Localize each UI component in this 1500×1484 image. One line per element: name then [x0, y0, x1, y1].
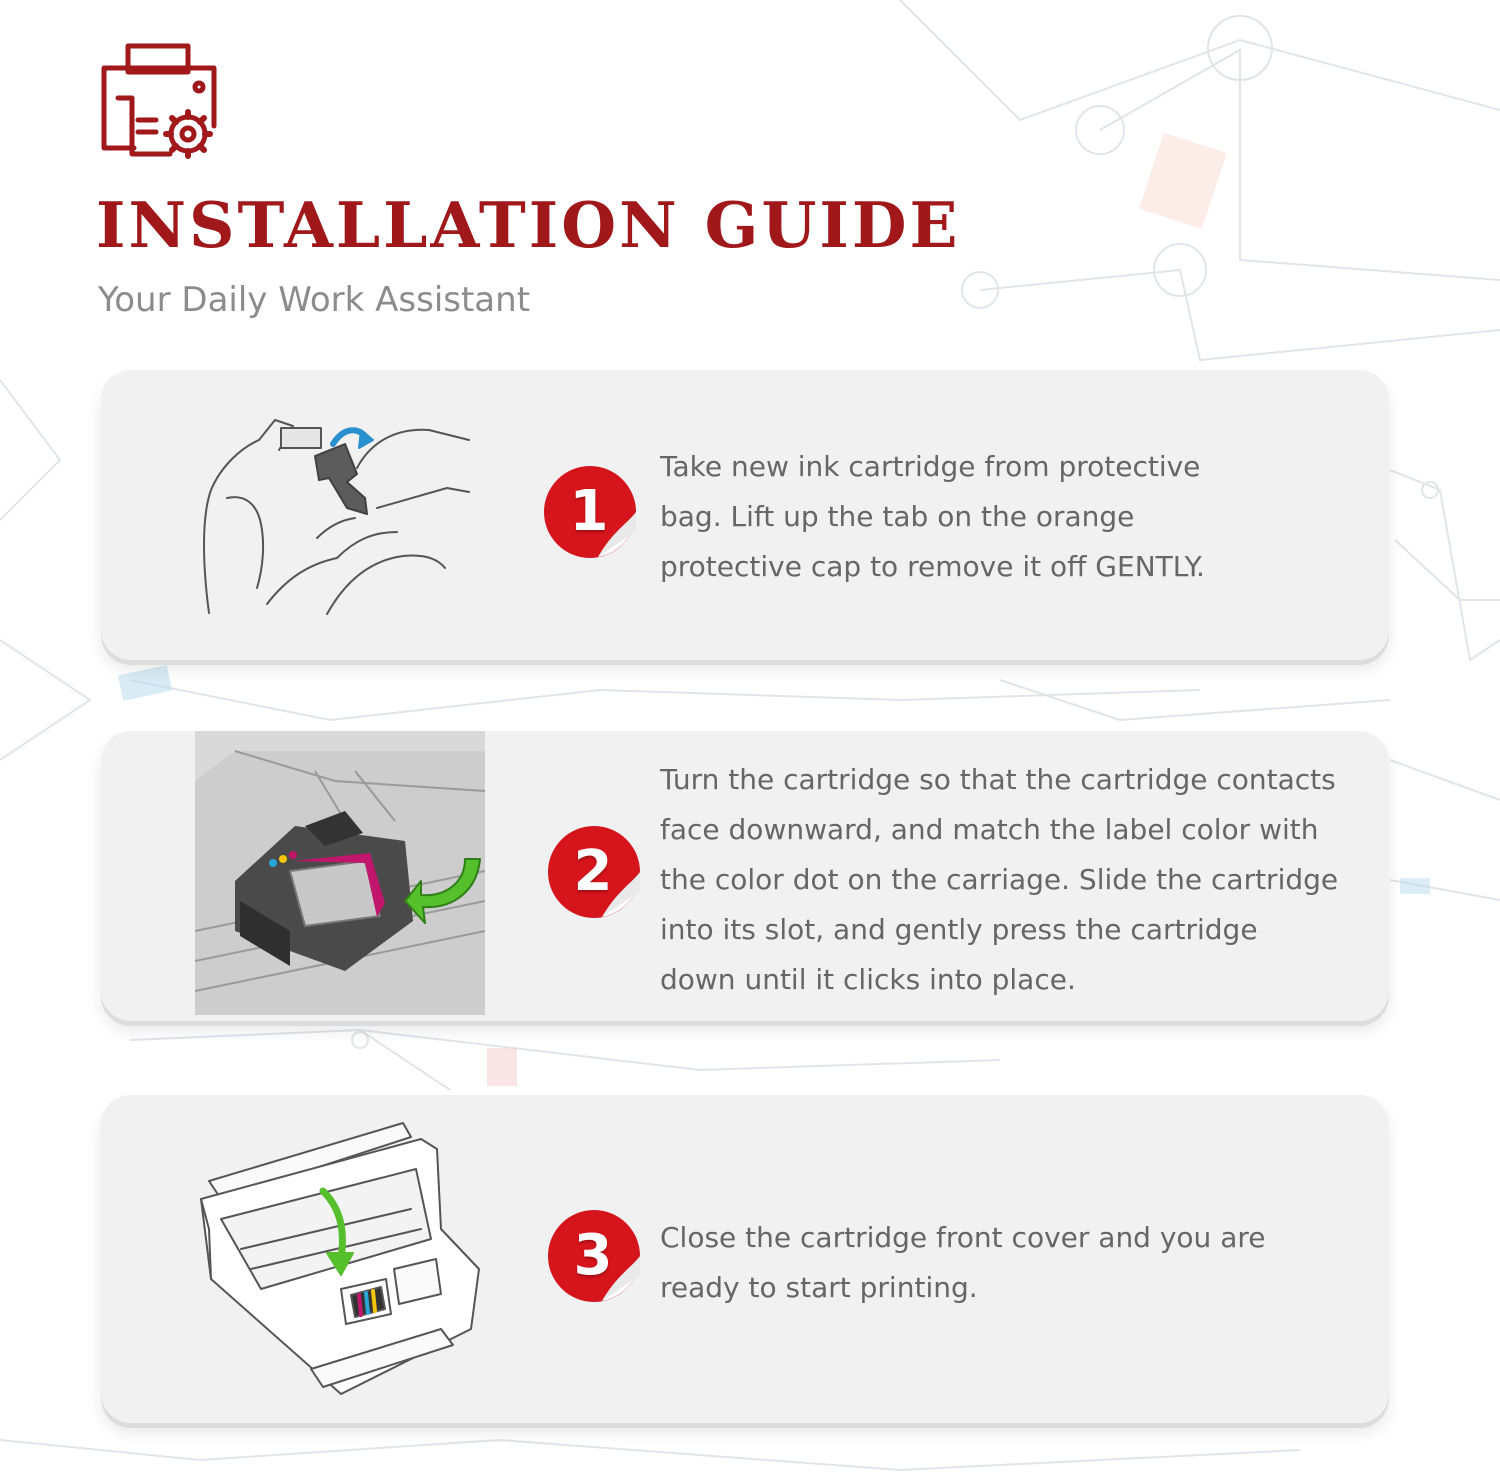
step-1-line-1: Take new ink cartridge from protective [660, 450, 1201, 483]
step-2-line-5: down until it clicks into place. [660, 963, 1076, 996]
page-subtitle: Your Daily Work Assistant [98, 280, 531, 320]
step-1-line-2: bag. Lift up the tab on the orange [660, 500, 1135, 533]
step-card-3: 3 Close the cartridge front cover and yo… [101, 1095, 1389, 1423]
step-3-line-1: Close the cartridge front cover and you … [660, 1221, 1266, 1254]
step-2-text: Turn the cartridge so that the cartridge… [660, 755, 1338, 1005]
step-3-line-2: ready to start printing. [660, 1271, 978, 1304]
step-2-badge: 2 [547, 825, 645, 923]
step-card-1: 1 Take new ink cartridge from protective… [101, 370, 1389, 660]
step-2-number: 2 [573, 838, 613, 904]
page-title: INSTALLATION GUIDE [96, 188, 961, 262]
step-1-line-3: protective cap to remove it off GENTLY. [660, 550, 1205, 583]
step-3-badge: 3 [547, 1209, 645, 1307]
printer-settings-icon [98, 42, 222, 162]
step-2-line-4: into its slot, and gently press the cart… [660, 913, 1258, 946]
step-2-line-2: face downward, and match the label color… [660, 813, 1319, 846]
step-3-number: 3 [573, 1222, 613, 1288]
step-1-number: 1 [569, 478, 609, 544]
step-card-2: 2 Turn the cartridge so that the cartrid… [101, 731, 1389, 1021]
cartridge-into-carriage-photo [195, 731, 485, 1015]
step-1-badge: 1 [543, 465, 641, 563]
step-2-line-3: the color dot on the carriage. Slide the… [660, 863, 1339, 896]
hand-removing-protective-cap-illustration [197, 408, 482, 618]
step-2-line-1: Turn the cartridge so that the cartridge… [660, 763, 1336, 796]
printer-close-cover-illustration [191, 1119, 481, 1404]
step-1-text: Take new ink cartridge from protective b… [660, 442, 1205, 592]
step-3-text: Close the cartridge front cover and you … [660, 1213, 1266, 1313]
